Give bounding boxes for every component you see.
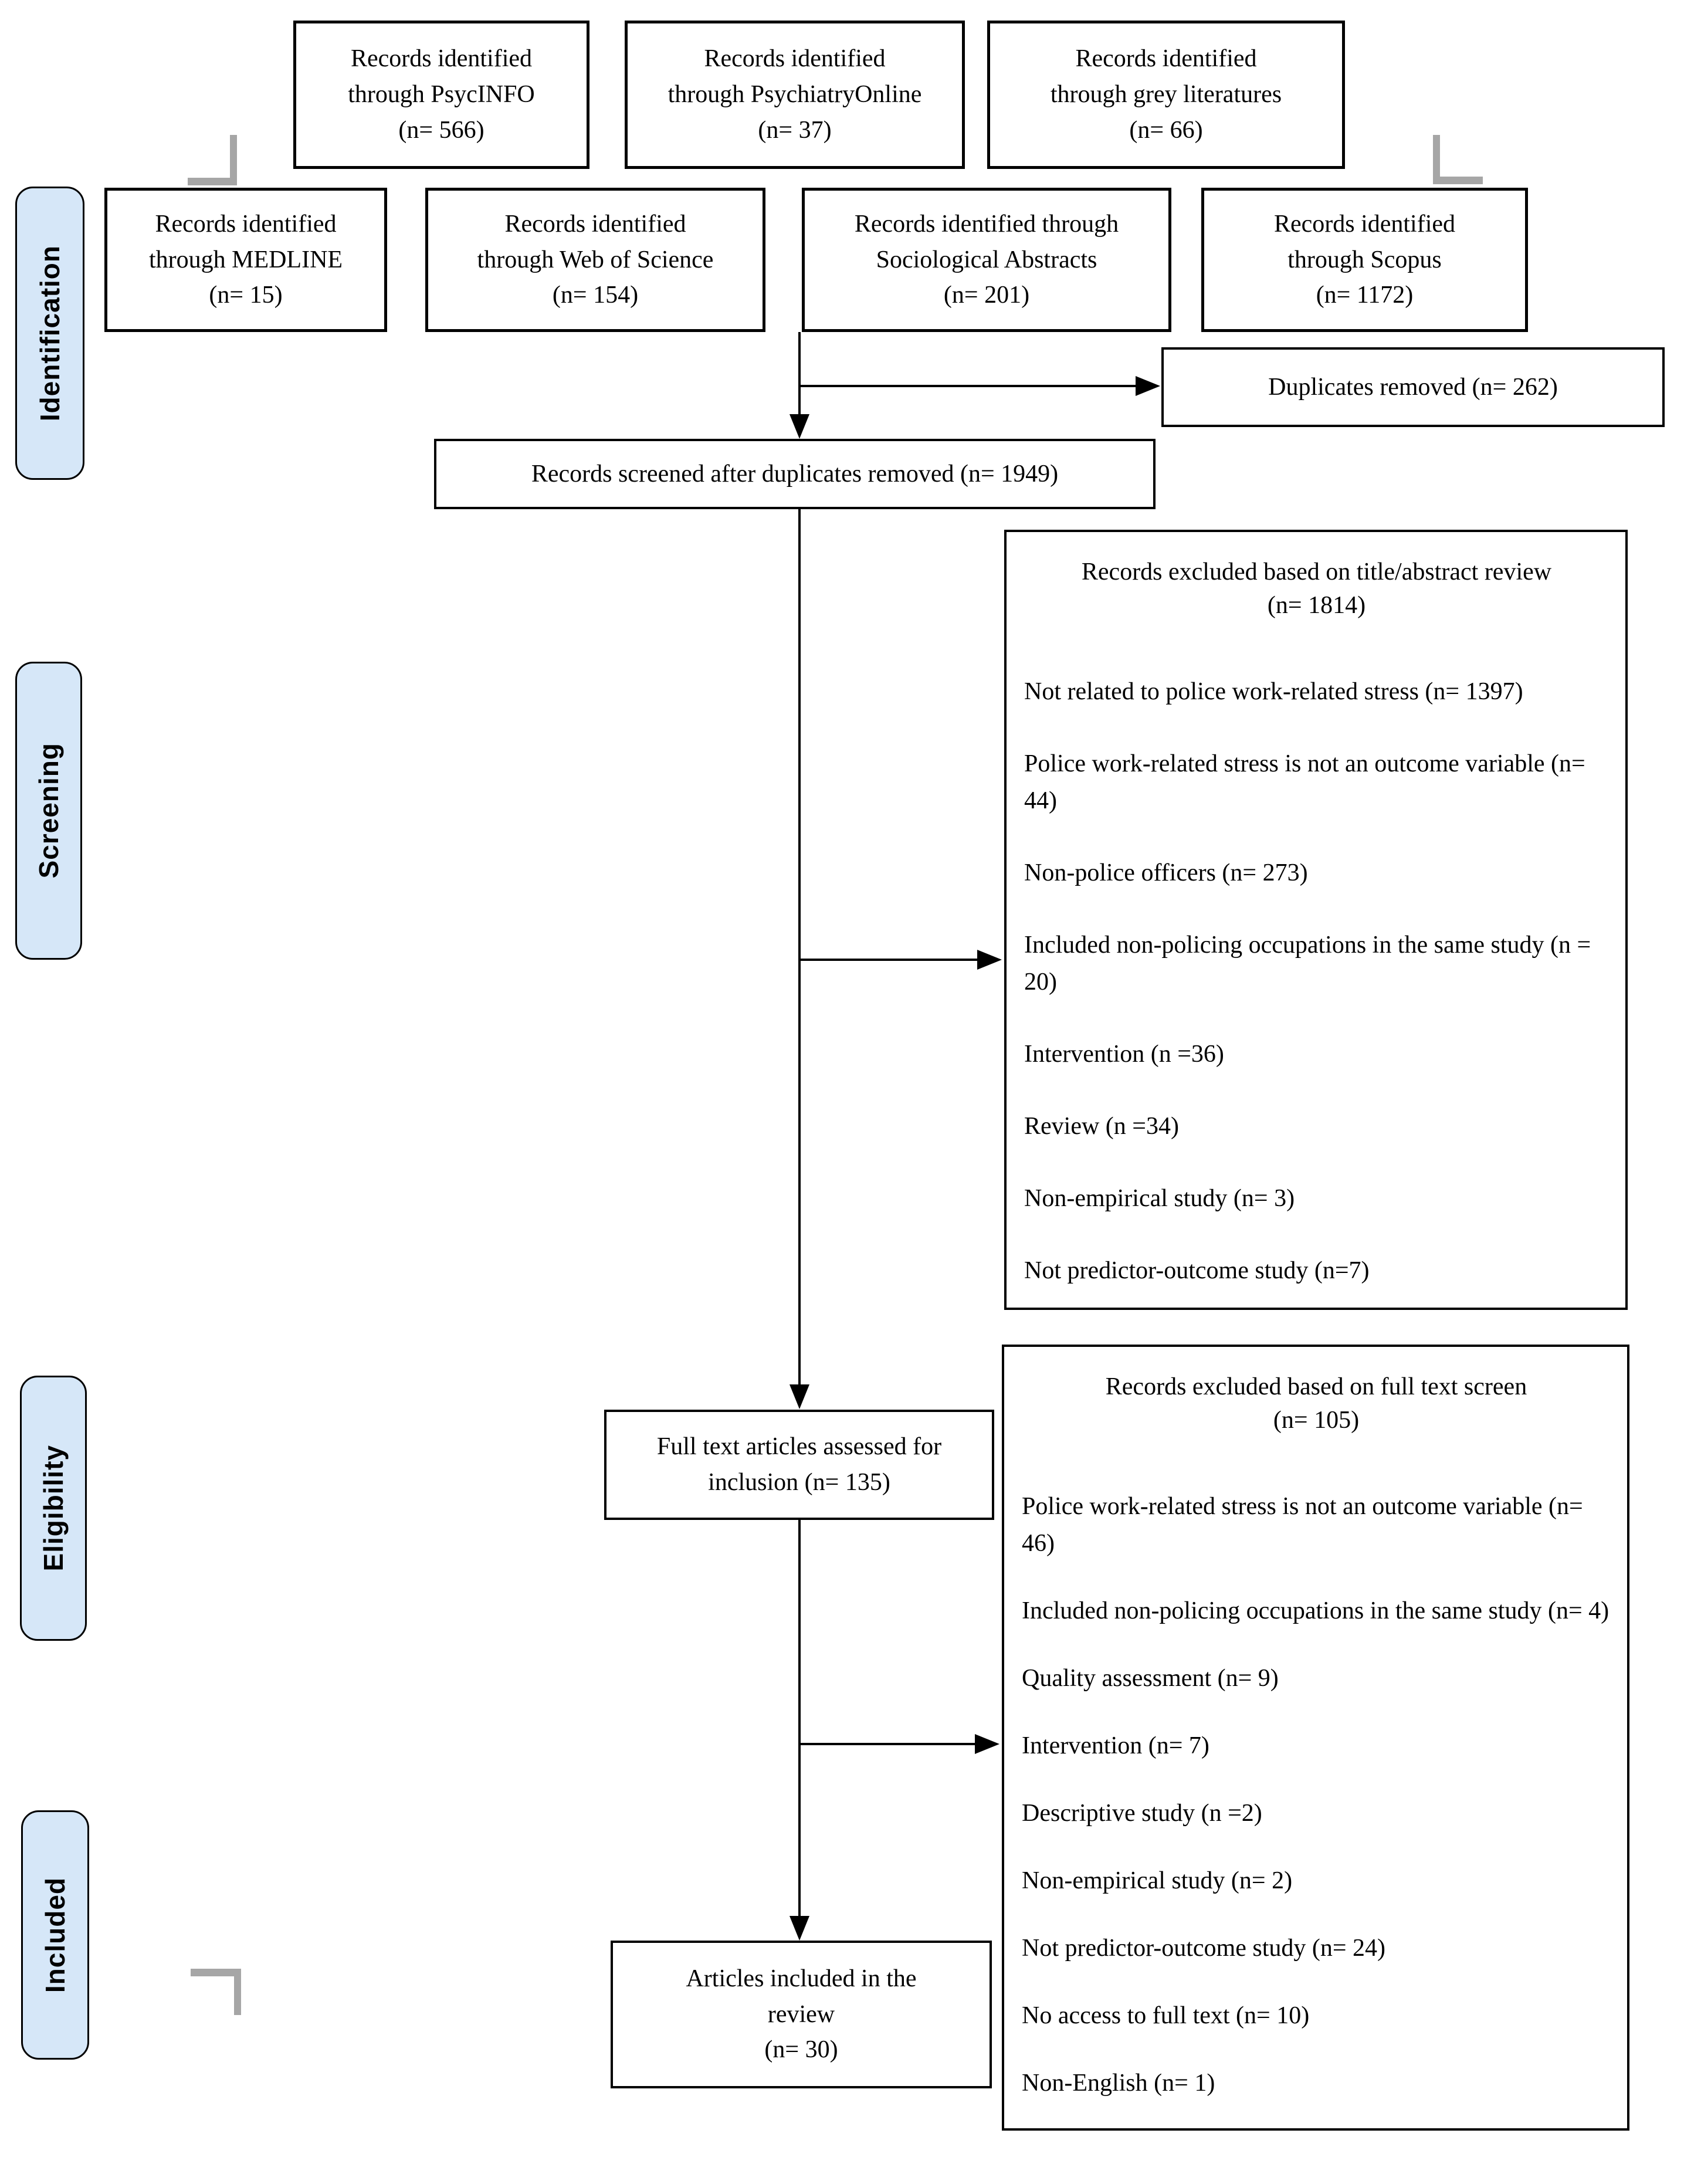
box-records-web-of-science: Records identified through Web of Scienc…: [425, 188, 765, 332]
box-records-grey-literature-line2: through grey literatures: [1050, 81, 1282, 109]
exclusion-item: Intervention (n =36): [1024, 1041, 1224, 1068]
box-records-scopus: Records identified through Scopus (n= 11…: [1201, 188, 1528, 332]
stage-label-screening: Screening: [15, 662, 82, 960]
connector-identification-to-screened: [798, 332, 801, 418]
box-records-psychiatryonline-line1: Records identified: [704, 45, 886, 73]
exclusion-item: Not predictor-outcome study (n= 24): [1022, 1935, 1386, 1962]
box-excluded-title-abstract-header-count: (n= 1814): [1267, 591, 1366, 619]
box-articles-included-line1: Articles included in the: [686, 1965, 917, 1992]
box-records-psycinfo: Records identified through PsycINFO (n= …: [293, 21, 589, 169]
connector-screened-to-fulltext: [798, 509, 801, 1387]
exclusion-item: Review (n =34): [1024, 1113, 1179, 1140]
arrowhead-into-screened: [790, 414, 809, 439]
arrowhead-into-fulltext: [790, 1384, 809, 1409]
box-records-scopus-line1: Records identified: [1273, 210, 1456, 238]
crop-mark-top-right-horizontal: [1433, 177, 1483, 184]
box-records-medline-line1: Records identified: [155, 210, 337, 238]
exclusion-item: Quality assessment (n= 9): [1022, 1665, 1279, 1692]
box-duplicates-removed-text: Duplicates removed (n= 262): [1268, 373, 1558, 401]
exclusion-item: Police work-related stress is not an out…: [1022, 1493, 1583, 1557]
box-duplicates-removed: Duplicates removed (n= 262): [1161, 347, 1665, 427]
box-records-sociological-abstracts-line1: Records identified through: [854, 210, 1119, 238]
box-excluded-fulltext: Records excluded based on full text scre…: [1002, 1345, 1629, 2131]
exclusion-item: Descriptive study (n =2): [1022, 1800, 1262, 1827]
exclusion-item: Non-empirical study (n= 3): [1024, 1185, 1295, 1213]
exclusion-item: Intervention (n= 7): [1022, 1732, 1209, 1760]
box-excluded-fulltext-header-count: (n= 105): [1273, 1406, 1360, 1434]
connector-to-duplicates-removed: [798, 385, 1137, 387]
stage-label-included: Included: [21, 1810, 89, 2060]
box-articles-included-line2: review: [767, 2000, 835, 2028]
exclusion-item: Non-police officers (n= 273): [1024, 859, 1308, 887]
stage-label-eligibility-text: Eligibility: [38, 1445, 69, 1572]
box-records-psychiatryonline-count: (n= 37): [758, 116, 832, 144]
box-records-medline-line2: through MEDLINE: [148, 246, 343, 273]
box-excluded-fulltext-header-line1: Records excluded based on full text scre…: [1105, 1373, 1527, 1400]
crop-mark-top-left-horizontal: [188, 178, 237, 185]
box-records-scopus-count: (n= 1172): [1316, 282, 1414, 309]
exclusion-item: Non-English (n= 1): [1022, 2070, 1215, 2097]
box-records-grey-literature: Records identified through grey literatu…: [987, 21, 1345, 169]
stage-label-identification-text: Identification: [35, 245, 65, 422]
box-records-screened: Records screened after duplicates remove…: [434, 439, 1156, 509]
box-records-sociological-abstracts: Records identified through Sociological …: [802, 188, 1171, 332]
box-records-sociological-abstracts-count: (n= 201): [943, 282, 1030, 309]
arrowhead-into-fulltext-exclusions: [975, 1734, 999, 1754]
arrowhead-into-duplicates-removed: [1136, 376, 1160, 396]
box-records-medline: Records identified through MEDLINE (n= 1…: [104, 188, 387, 332]
box-records-grey-literature-count: (n= 66): [1129, 116, 1203, 144]
box-records-scopus-line2: through Scopus: [1287, 246, 1442, 273]
arrowhead-into-title-abstract-exclusions: [977, 950, 1002, 970]
box-records-psychiatryonline: Records identified through PsychiatryOnl…: [625, 21, 965, 169]
box-records-psycinfo-line1: Records identified: [350, 45, 533, 73]
exclusion-item: Included non-policing occupations in the…: [1022, 1597, 1610, 1625]
exclusion-item: Included non-policing occupations in the…: [1024, 932, 1591, 996]
box-records-psychiatryonline-line2: through PsychiatryOnline: [667, 81, 922, 109]
box-records-web-of-science-line1: Records identified: [504, 210, 686, 238]
stage-label-screening-text: Screening: [33, 743, 64, 879]
box-records-grey-literature-line1: Records identified: [1075, 45, 1257, 73]
crop-mark-bottom-left-horizontal: [191, 1969, 241, 1976]
box-records-psycinfo-count: (n= 566): [398, 116, 484, 144]
connector-to-fulltext-exclusions: [798, 1743, 976, 1745]
box-records-screened-text: Records screened after duplicates remove…: [531, 460, 1059, 487]
crop-mark-top-left-vertical: [230, 135, 237, 185]
box-articles-included-count: (n= 30): [764, 2036, 838, 2064]
exclusion-item: Not related to police work-related stres…: [1024, 678, 1523, 706]
exclusion-item: No access to full text (n= 10): [1022, 2002, 1310, 2030]
stage-label-identification: Identification: [15, 187, 84, 480]
box-excluded-title-abstract: Records excluded based on title/abstract…: [1004, 530, 1628, 1310]
box-fulltext-assessed-line1: Full text articles assessed for: [656, 1433, 942, 1461]
arrowhead-into-included: [790, 1916, 809, 1941]
box-records-web-of-science-count: (n= 154): [552, 282, 639, 309]
exclusion-item: Non-empirical study (n= 2): [1022, 1867, 1293, 1895]
box-articles-included: Articles included in the review (n= 30): [611, 1941, 992, 2088]
box-records-web-of-science-line2: through Web of Science: [477, 246, 714, 273]
crop-mark-top-right-vertical: [1433, 135, 1440, 184]
box-fulltext-assessed: Full text articles assessed for inclusio…: [604, 1410, 994, 1520]
box-excluded-title-abstract-header-line1: Records excluded based on title/abstract…: [1081, 558, 1552, 585]
connector-fulltext-to-included: [798, 1520, 801, 1919]
exclusion-item: Police work-related stress is not an out…: [1024, 750, 1585, 815]
box-excluded-title-abstract-header: Records excluded based on title/abstract…: [1024, 556, 1609, 622]
crop-mark-bottom-left-vertical: [234, 1969, 241, 2015]
connector-to-title-abstract-exclusions: [798, 959, 978, 961]
stage-label-eligibility: Eligibility: [20, 1376, 87, 1641]
box-records-sociological-abstracts-line2: Sociological Abstracts: [876, 246, 1097, 273]
box-records-psycinfo-line2: through PsycINFO: [348, 81, 535, 109]
stage-label-included-text: Included: [40, 1877, 70, 1993]
box-records-medline-count: (n= 15): [209, 282, 283, 309]
box-excluded-fulltext-header: Records excluded based on full text scre…: [1022, 1370, 1611, 1437]
exclusion-item: Not predictor-outcome study (n=7): [1024, 1257, 1370, 1285]
box-fulltext-assessed-count: inclusion (n= 135): [708, 1469, 890, 1496]
